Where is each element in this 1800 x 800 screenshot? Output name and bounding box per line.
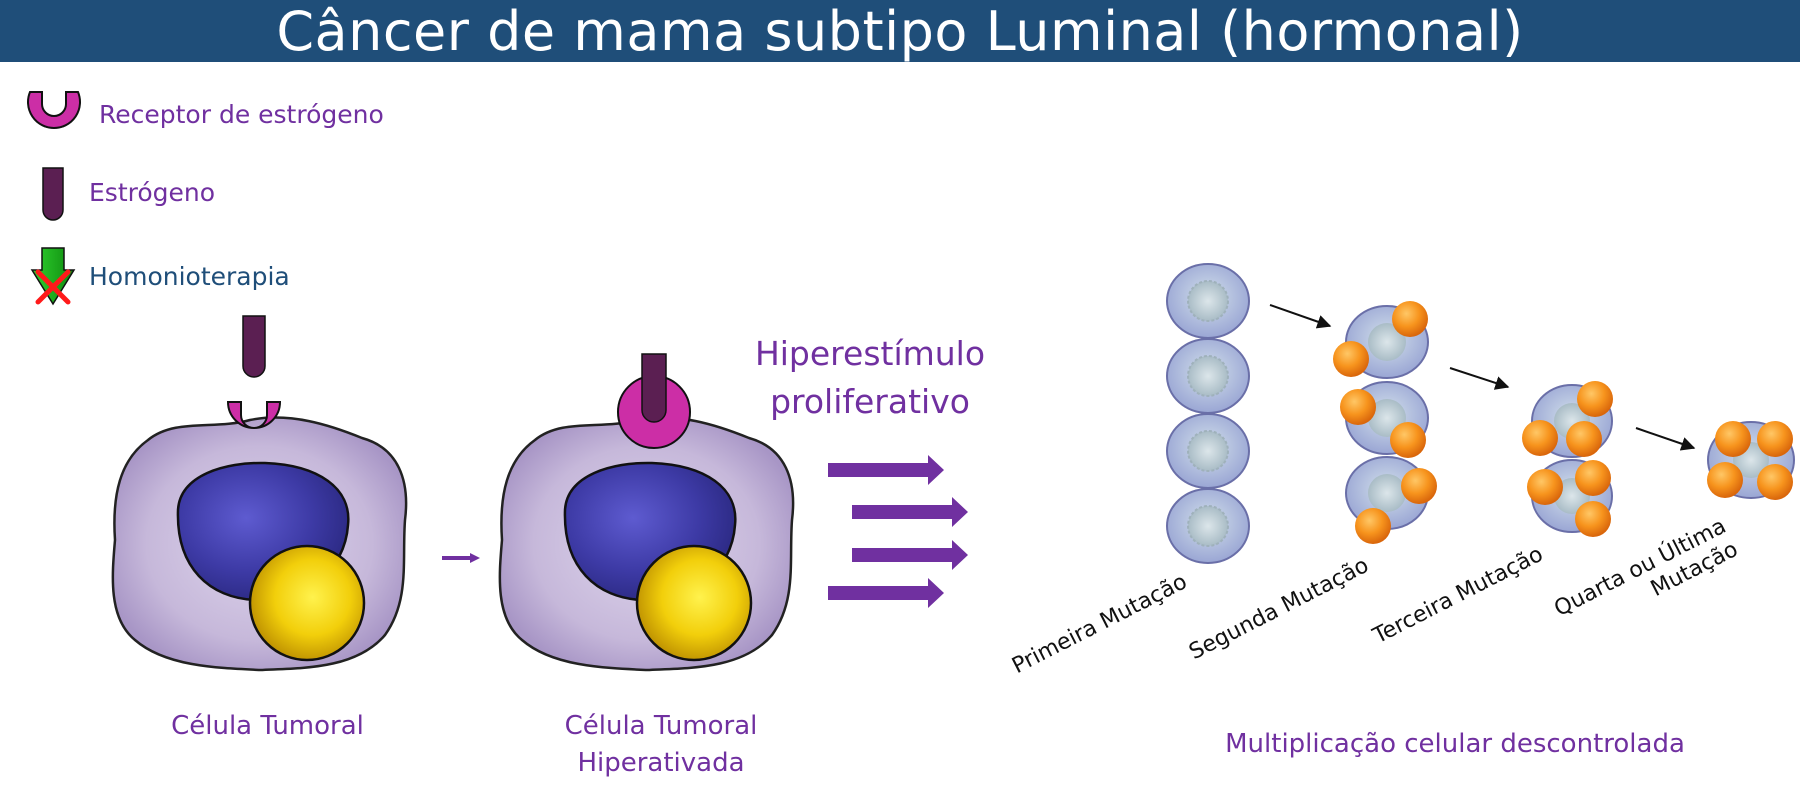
stimulus-arrows [828, 455, 968, 608]
fourth-mutation-cells [1707, 421, 1795, 500]
third-mutation-cells [1522, 381, 1613, 537]
hyper-cell-caption: Célula Tumoral Hiperativada [531, 708, 791, 782]
stimulus-caption-line1: Hiperestímulo [754, 334, 986, 373]
stage-arrow-1 [1269, 304, 1332, 329]
estrogen-legend-icon [42, 167, 64, 221]
bound-receptor-marker [617, 353, 691, 449]
hyper-cell-caption-line2: Hiperativada [577, 748, 745, 778]
stage-arrow-2 [1449, 367, 1510, 390]
receptor-legend-label: Receptor de estrógeno [99, 100, 384, 129]
stimulus-caption: Hiperestímulo proliferativo [735, 330, 1005, 426]
receptor-legend-icon [27, 91, 81, 129]
tumor-cell-caption: Célula Tumoral [171, 711, 364, 741]
tumor-cell [111, 416, 408, 672]
second-mutation-cells [1333, 301, 1437, 544]
hyperactivated-tumor-cell [498, 416, 795, 672]
page-title: Câncer de mama subtipo Luminal (hormonal… [276, 0, 1524, 63]
multiplication-caption: Multiplicação celular descontrolada [1225, 729, 1685, 759]
receptor-empty-marker [226, 401, 282, 429]
hyper-cell-caption-line1: Célula Tumoral [564, 711, 758, 741]
estrogen-legend-label: Estrógeno [89, 178, 216, 207]
small-transition-arrow [442, 553, 480, 563]
therapy-legend-icon [30, 247, 76, 306]
stimulus-caption-line2: proliferativo [770, 382, 970, 421]
title-bar: Câncer de mama subtipo Luminal (hormonal… [0, 0, 1800, 63]
first-mutation-cells [1166, 263, 1250, 564]
stage-arrow-3 [1635, 427, 1696, 451]
therapy-legend-label: Homonioterapia [89, 262, 290, 291]
estrogen-free-marker [242, 315, 266, 378]
